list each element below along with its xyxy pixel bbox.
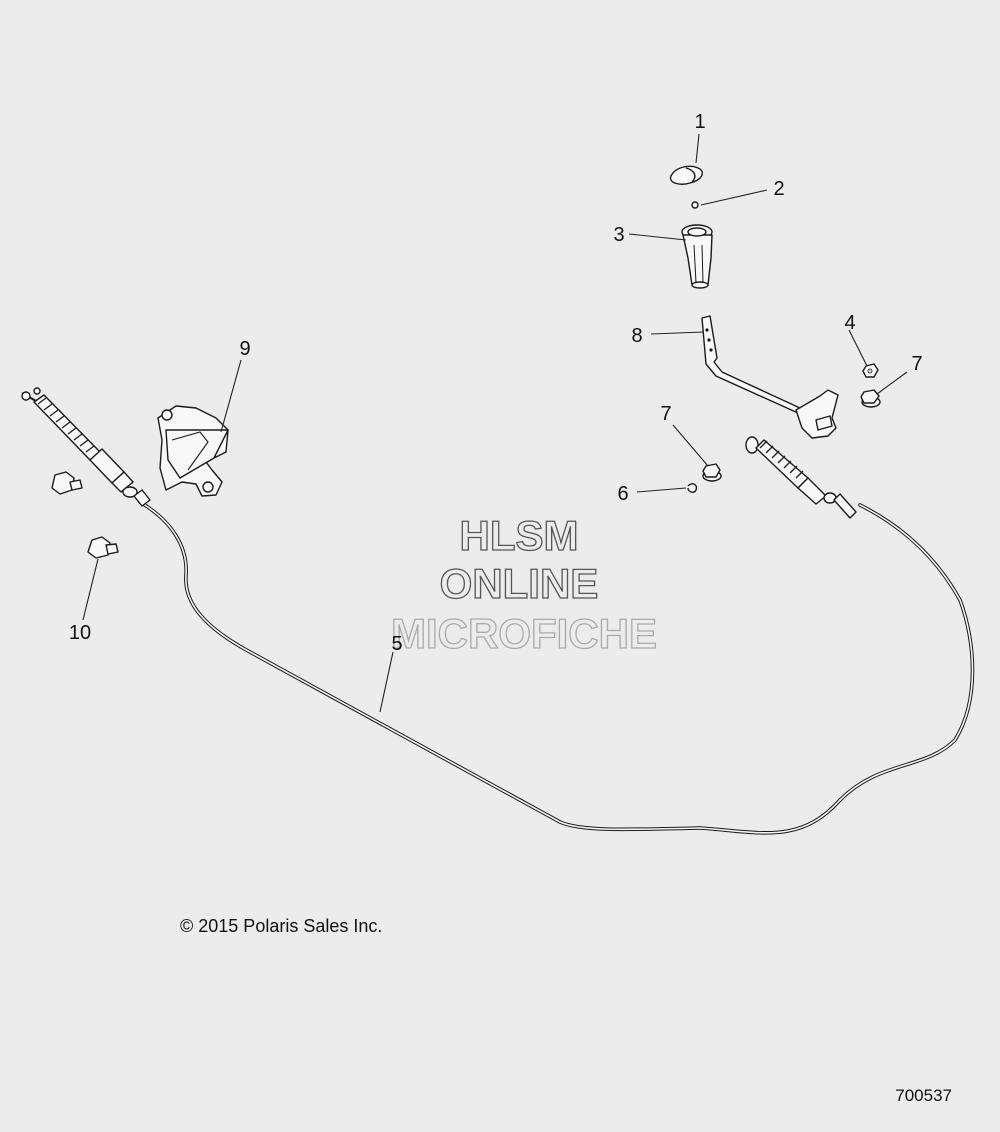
flange-nut-center xyxy=(702,463,722,482)
callout-4: 4 xyxy=(844,312,855,334)
cable-end-right xyxy=(745,436,857,519)
watermark-line-2: ONLINE xyxy=(440,560,599,607)
flange-nut-right xyxy=(860,389,881,408)
shift-knob xyxy=(681,224,713,289)
copyright-text: © 2015 Polaris Sales Inc. xyxy=(180,916,382,936)
callout-3: 3 xyxy=(613,224,624,246)
shift-cable xyxy=(138,500,975,835)
callout-5: 5 xyxy=(391,633,402,655)
callout-6: 6 xyxy=(617,483,628,505)
shift-knob-cap xyxy=(669,165,703,185)
screw xyxy=(691,201,699,209)
retaining-clip xyxy=(687,483,698,493)
watermark-line-3: MICROFICHE xyxy=(391,610,657,657)
callout-7-right: 7 xyxy=(911,353,922,375)
nut xyxy=(862,363,879,378)
drawing-number: 700537 xyxy=(895,1086,952,1105)
callout-labels: 1 2 3 4 5 6 7 7 8 9 10 xyxy=(69,111,923,655)
bolt-lower xyxy=(87,536,119,559)
bolt-upper xyxy=(51,471,83,495)
callout-10: 10 xyxy=(69,622,91,644)
watermark: HLSM ONLINE MICROFICHE xyxy=(390,511,657,657)
leader-lines xyxy=(82,133,908,713)
callout-7-center: 7 xyxy=(660,403,671,425)
shift-lever xyxy=(701,315,839,439)
callout-1: 1 xyxy=(694,111,705,133)
cable-end-left xyxy=(21,387,151,507)
watermark-line-1: HLSM xyxy=(460,512,579,559)
cable-bracket xyxy=(157,405,229,497)
callout-9: 9 xyxy=(239,338,250,360)
callout-2: 2 xyxy=(773,178,784,200)
callout-8: 8 xyxy=(631,325,642,347)
